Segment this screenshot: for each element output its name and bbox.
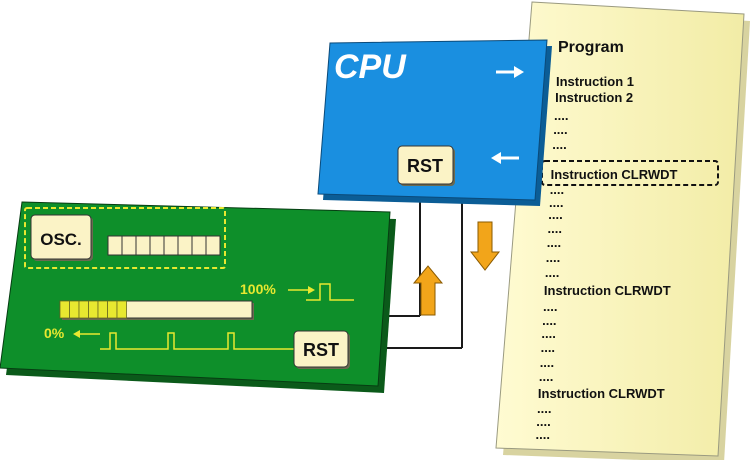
- prescaler-cell: [135, 235, 151, 256]
- watchdog-rst-block: [293, 330, 349, 368]
- watchdog-board: OSC. 100% 0% RST: [0, 201, 396, 393]
- program-ellipsis: ....: [536, 414, 550, 429]
- program-instruction: Instruction CLRWDT: [551, 167, 678, 182]
- prescaler-cell: [163, 235, 179, 256]
- max-level-label: 100%: [240, 281, 276, 297]
- min-level-arrow: [73, 330, 100, 338]
- program-instruction: Instruction CLRWDT: [544, 283, 671, 298]
- cpu-rst-label: RST: [407, 156, 443, 176]
- prescaler-cell: [149, 235, 165, 256]
- max-level-arrow: [288, 286, 315, 294]
- program-instruction: Instruction 2: [555, 90, 633, 105]
- program-ellipsis: ....: [547, 235, 561, 250]
- program-ellipsis: ....: [546, 250, 560, 265]
- program-ellipsis: ....: [545, 265, 559, 280]
- prescaler-register: [107, 235, 221, 256]
- counter-fill-segment: [78, 300, 89, 319]
- prescaler-cell: [191, 235, 207, 256]
- cpu-input-arrow: [496, 66, 524, 78]
- program-ellipsis: ....: [548, 207, 562, 222]
- counter-fill-segment: [116, 300, 127, 319]
- program-ellipsis: ....: [549, 195, 563, 210]
- cpu-rst-block: [397, 145, 454, 185]
- program-ellipsis: ....: [543, 299, 557, 314]
- prescaler-cell: [121, 235, 137, 256]
- program-ellipsis: ....: [550, 182, 564, 197]
- program-ellipsis: ....: [541, 326, 555, 341]
- program-ellipsis: ....: [539, 369, 553, 384]
- program-ellipsis: ....: [552, 137, 566, 152]
- cpu-title: CPU: [334, 48, 407, 86]
- counter-fill-segment: [69, 300, 80, 319]
- cpu-block: CPU RST: [317, 39, 552, 206]
- counter-fill-segment: [88, 300, 99, 319]
- min-level-label: 0%: [44, 325, 65, 341]
- program-instruction: Instruction 1: [556, 74, 634, 89]
- cpu-clrwdt-arrow: [491, 152, 519, 164]
- prescaler-cell: [177, 235, 193, 256]
- prescaler-cell: [107, 235, 123, 256]
- program-ellipsis: ....: [540, 355, 554, 370]
- prescaler-cell: [205, 235, 221, 256]
- counter-fill-segment: [97, 300, 108, 319]
- program-ellipsis: ....: [548, 221, 562, 236]
- program-ellipsis: ....: [553, 122, 567, 137]
- oscillator-block: [30, 214, 92, 260]
- overflow-pulse: [306, 283, 354, 301]
- program-ellipsis: ....: [536, 427, 550, 442]
- program-title: Program: [558, 39, 624, 56]
- counter-fill-segment: [107, 300, 118, 319]
- reset-up-arrow: [412, 265, 444, 316]
- counter-fill-segment: [59, 300, 70, 319]
- program-ellipsis: ....: [554, 108, 568, 123]
- program-instruction: Instruction CLRWDT: [538, 386, 665, 401]
- clear-pulse-train: [100, 332, 294, 350]
- program-ellipsis: ....: [537, 401, 551, 416]
- watchdog-counter-fill: [59, 300, 127, 319]
- oscillator-group-outline: [24, 207, 226, 269]
- program-ellipsis: ....: [542, 313, 556, 328]
- osc-label: OSC.: [40, 230, 82, 249]
- clear-down-arrow: [469, 221, 501, 271]
- watchdog-rst-label: RST: [303, 340, 339, 360]
- program-ellipsis: ....: [541, 340, 555, 355]
